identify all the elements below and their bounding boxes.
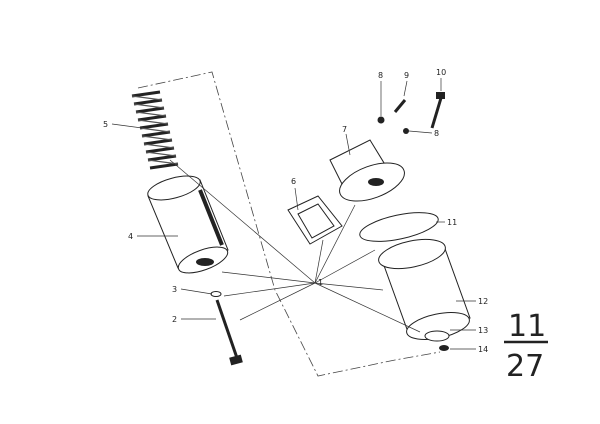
center-bolt <box>215 299 243 366</box>
washer <box>210 291 222 297</box>
callout-14: 14 <box>478 345 488 354</box>
callout-10: 10 <box>436 68 446 77</box>
seal-ring <box>359 212 439 242</box>
bolt-9 <box>393 99 407 113</box>
callout-3: 3 <box>172 285 177 294</box>
callout-9: 9 <box>404 71 409 80</box>
sheet-number: 27 <box>506 349 544 384</box>
callout-7: 7 <box>342 125 347 134</box>
callout-1: 1 <box>318 278 323 287</box>
group-number: 11 <box>508 309 546 344</box>
nut-8b <box>403 128 409 134</box>
filter-element <box>378 238 471 340</box>
assembly-axis <box>137 71 441 377</box>
filter-housing <box>147 175 229 274</box>
callout-12: 12 <box>478 297 488 306</box>
bolt-10 <box>430 92 445 129</box>
o-ring <box>424 330 450 342</box>
filter-head <box>329 139 405 202</box>
drain-nut <box>439 345 449 351</box>
callout-5: 5 <box>103 120 108 129</box>
spring <box>131 90 179 170</box>
page-reference: 11 27 <box>504 309 548 384</box>
callout-8b: 8 <box>434 129 439 138</box>
callout-4: 4 <box>128 232 133 241</box>
gasket <box>287 195 343 245</box>
callout-8a: 8 <box>378 71 383 80</box>
callout-2: 2 <box>172 315 177 324</box>
callout-13: 13 <box>478 326 488 335</box>
leader-lines <box>111 78 476 350</box>
nut-8a <box>377 116 385 124</box>
callout-11: 11 <box>447 218 457 227</box>
callout-6: 6 <box>291 177 296 186</box>
